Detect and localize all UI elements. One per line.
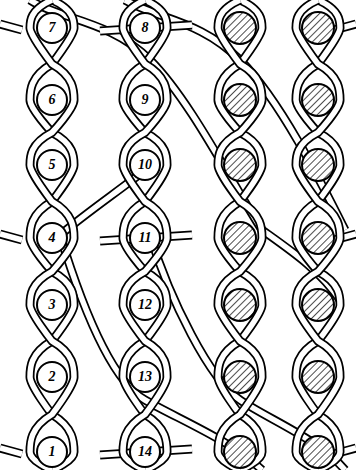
strand-outline bbox=[30, 0, 74, 470]
rod-ground bbox=[302, 222, 334, 254]
rod-ground bbox=[302, 436, 334, 468]
rod-number: 4 bbox=[49, 231, 56, 245]
numbered-rod: 6 bbox=[36, 84, 68, 116]
hatched-rod bbox=[302, 149, 334, 181]
hatched-rod bbox=[302, 361, 334, 393]
rod-number: 9 bbox=[142, 93, 149, 107]
rod-number: 13 bbox=[138, 370, 152, 384]
strand-outline bbox=[296, 0, 340, 470]
strand-fill bbox=[0, 24, 22, 30]
hatched-rod bbox=[224, 12, 256, 44]
strand-fill bbox=[123, 0, 167, 470]
rod-number: 5 bbox=[49, 158, 56, 172]
rod-ground bbox=[224, 12, 256, 44]
strand-outline bbox=[296, 0, 340, 470]
numbered-rod: 5 bbox=[36, 149, 68, 181]
strand-fill bbox=[0, 448, 22, 454]
numbered-rod: 2 bbox=[36, 361, 68, 393]
numbered-rod: 1 bbox=[36, 436, 68, 468]
hatched-rod bbox=[302, 289, 334, 321]
diagonal-strands bbox=[30, 0, 345, 470]
strand-outline bbox=[218, 0, 262, 470]
rod-ground bbox=[224, 84, 256, 116]
hatched-rod bbox=[302, 84, 334, 116]
strand-outline bbox=[0, 24, 22, 30]
strand-outline bbox=[123, 0, 167, 470]
strand-fill bbox=[0, 234, 22, 240]
rod-number: 6 bbox=[49, 93, 56, 107]
hatched-rod bbox=[224, 222, 256, 254]
strand-fill bbox=[296, 0, 340, 470]
numbered-rod: 4 bbox=[36, 222, 68, 254]
numbered-rod: 9 bbox=[129, 84, 161, 116]
rod-number: 12 bbox=[138, 298, 152, 312]
rod-number: 3 bbox=[49, 298, 56, 312]
strand-outline bbox=[0, 448, 22, 454]
hatched-rod bbox=[224, 436, 256, 468]
strand-fill bbox=[218, 0, 262, 470]
strand-outline bbox=[123, 0, 167, 470]
hatched-rod bbox=[224, 149, 256, 181]
strand-outline bbox=[0, 234, 22, 240]
rod-ground bbox=[302, 12, 334, 44]
hatched-rod bbox=[302, 436, 334, 468]
rod-number: 11 bbox=[138, 231, 151, 245]
rod-ground bbox=[302, 361, 334, 393]
helix-strands bbox=[123, 0, 167, 470]
rod-number: 1 bbox=[49, 445, 56, 459]
rod-ground bbox=[224, 436, 256, 468]
rod-ground bbox=[224, 149, 256, 181]
rod-number: 2 bbox=[49, 370, 56, 384]
numbered-rod: 12 bbox=[129, 289, 161, 321]
strand-outline bbox=[30, 0, 74, 470]
numbered-rod: 14 bbox=[129, 436, 161, 468]
helix-strands bbox=[296, 0, 340, 470]
strand-fill bbox=[30, 0, 74, 470]
rod-ground bbox=[302, 84, 334, 116]
hatched-rod bbox=[224, 361, 256, 393]
hatched-rod bbox=[302, 222, 334, 254]
hatched-rod bbox=[224, 84, 256, 116]
rod-ground bbox=[302, 149, 334, 181]
strand-fill bbox=[218, 0, 262, 470]
rod-number: 10 bbox=[138, 158, 152, 172]
rod-number: 8 bbox=[142, 21, 149, 35]
hatched-rod bbox=[224, 289, 256, 321]
rod-ground bbox=[224, 289, 256, 321]
numbered-rod: 11 bbox=[129, 222, 161, 254]
strand-outline bbox=[218, 0, 262, 470]
helix-strands bbox=[30, 0, 74, 470]
numbered-rod: 10 bbox=[129, 149, 161, 181]
rod-ground bbox=[302, 289, 334, 321]
numbered-rod: 8 bbox=[129, 12, 161, 44]
numbered-rod: 3 bbox=[36, 289, 68, 321]
numbered-rod: 7 bbox=[36, 12, 68, 44]
rod-ground bbox=[224, 222, 256, 254]
rod-number: 7 bbox=[49, 21, 56, 35]
rod-number: 14 bbox=[138, 445, 152, 459]
helix-strands bbox=[218, 0, 262, 470]
hatched-rod bbox=[302, 12, 334, 44]
rod-ground bbox=[224, 361, 256, 393]
numbered-rod: 13 bbox=[129, 361, 161, 393]
strand-fill bbox=[123, 0, 167, 470]
strand-fill bbox=[30, 0, 74, 470]
strand-fill bbox=[296, 0, 340, 470]
